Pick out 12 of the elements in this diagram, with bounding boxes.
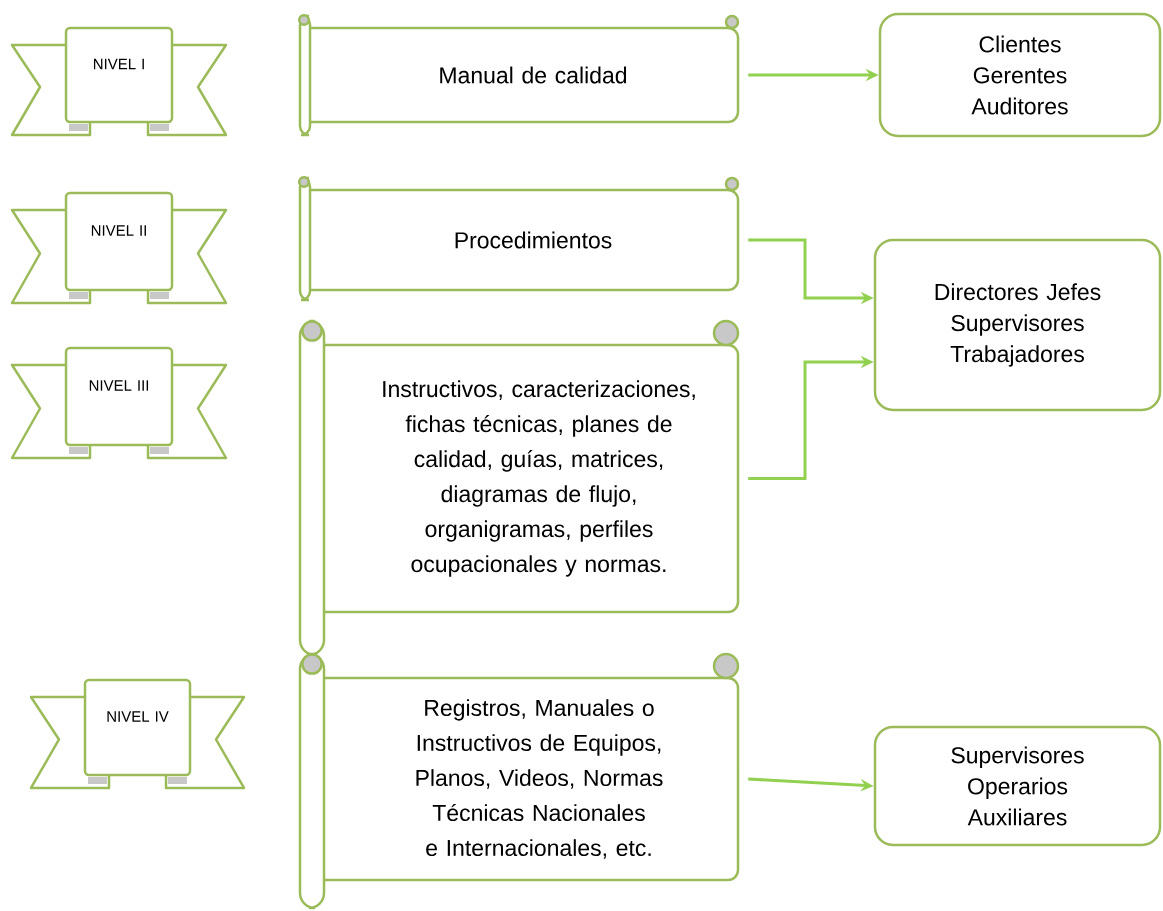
scroll-banner: Procedimientos <box>297 175 740 302</box>
scroll-banner: Registros, Manuales o Instructivos de Equipos, Planos, Videos, Normas Técnicas Nacionales e Internacionales, etc. <box>298 652 740 910</box>
scroll-banner: Manual de calidad <box>297 13 740 137</box>
ribbon-banner: NIVEL II <box>10 191 228 305</box>
ribbon-banner: NIVEL I <box>10 26 228 137</box>
rounded-box: Clientes Gerentes Auditores <box>878 12 1162 138</box>
ribbon-banner: NIVEL III <box>10 346 228 460</box>
rounded-box: Supervisores Operarios Auxiliares <box>873 725 1162 847</box>
scroll-banner: Instructivos, caracterizaciones, fichas técnicas, planes de calidad, guías, matrices, diagramas de flujo, organigramas, perfiles ocupacionales y normas. <box>298 319 740 657</box>
node-label: Registros, Manuales o Instructivos de Equipos, Planos, Videos, Normas Técnicas Nacionales e Internacionales, etc. <box>416 699 663 859</box>
rounded-box: Directores Jefes Supervisores Trabajadores <box>873 238 1162 412</box>
ribbon-banner: NIVEL IV <box>29 678 246 790</box>
